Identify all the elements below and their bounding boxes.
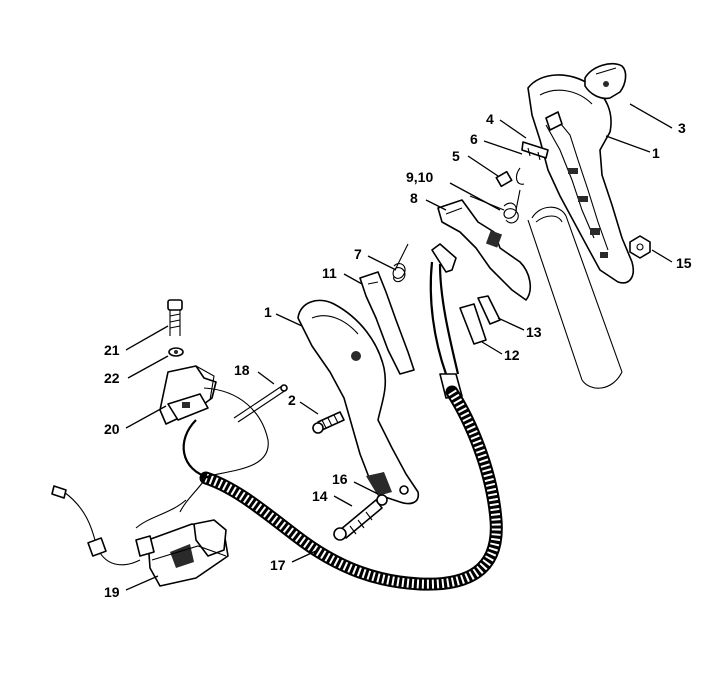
label-part-16: 16	[332, 471, 348, 487]
handle-housing-left	[297, 299, 420, 505]
screw-2	[312, 411, 345, 434]
label-part-20: 20	[104, 421, 120, 437]
label-part-12: 12	[504, 347, 520, 363]
leader-lines	[125, 103, 673, 591]
label-part-14: 14	[312, 488, 328, 504]
throttle-trigger	[437, 199, 532, 301]
handlebar-tube	[527, 206, 623, 389]
label-part-15: 15	[676, 255, 692, 271]
nut	[629, 235, 651, 259]
label-part-8: 8	[410, 190, 418, 206]
label-part-5: 5	[452, 148, 460, 164]
wiring-harness	[51, 387, 269, 566]
switch-wires	[429, 243, 463, 399]
label-part-9-10: 9,10	[406, 169, 433, 185]
label-part-17: 17	[270, 557, 286, 573]
label-part-2: 2	[288, 392, 296, 408]
slide-lever	[359, 271, 415, 375]
pin-18	[233, 384, 288, 423]
spring-7	[392, 243, 409, 283]
label-part-4: 4	[486, 111, 494, 127]
label-part-18: 18	[234, 362, 250, 378]
mounting-bracket	[159, 365, 217, 425]
contact-plates	[459, 295, 501, 345]
label-part-1-left: 1	[264, 304, 272, 320]
label-part-13: 13	[526, 324, 542, 340]
label-part-11: 11	[322, 265, 337, 281]
switch-block	[135, 519, 229, 587]
label-part-3: 3	[678, 120, 686, 136]
label-part-19: 19	[104, 584, 120, 600]
label-part-1-top: 1	[652, 145, 660, 161]
label-part-7: 7	[354, 246, 362, 262]
label-part-22: 22	[104, 370, 120, 386]
label-part-6: 6	[470, 131, 478, 147]
cable-conduit	[199, 385, 503, 591]
small-hardware	[495, 141, 549, 188]
bolt-21	[167, 299, 184, 357]
knob-part	[584, 62, 627, 100]
screw-14	[333, 494, 388, 541]
callout-labels: 3 1 4 6 5 9,10 8 15 7 11 1 13 12 21 22 1…	[104, 111, 692, 600]
housing-half-right	[527, 74, 634, 284]
label-part-21: 21	[104, 342, 120, 358]
torsion-spring	[469, 189, 521, 224]
